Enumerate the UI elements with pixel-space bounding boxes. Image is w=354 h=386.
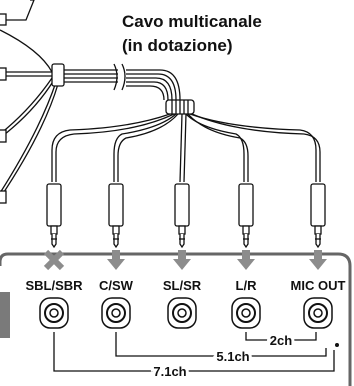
device-panel bbox=[0, 252, 352, 386]
group-label-7-1ch: 7.1ch bbox=[153, 364, 186, 379]
jack-label-sl-sr: SL/SR bbox=[163, 278, 202, 293]
grouping-brackets bbox=[53, 332, 335, 372]
plug-c-sw bbox=[108, 183, 124, 249]
marker-row bbox=[43, 249, 327, 271]
fanout-cables bbox=[51, 113, 321, 183]
arrow-down-icon bbox=[237, 250, 255, 270]
jack-sl-sr bbox=[167, 297, 197, 329]
mic-dot-indicator bbox=[335, 343, 339, 347]
arrow-down-icon bbox=[173, 250, 191, 270]
cable-title: Cavo multicanale bbox=[122, 12, 262, 31]
jack-l-r bbox=[231, 297, 261, 329]
jack-label-sbl-sbr: SBL/SBR bbox=[25, 278, 83, 293]
jack-sbl-sbr bbox=[39, 297, 69, 329]
left-plug-heads bbox=[0, 13, 7, 204]
group-label-5-1ch: 5.1ch bbox=[216, 349, 249, 364]
plug-sbl-sbr bbox=[46, 183, 62, 249]
plug-l-r bbox=[238, 183, 254, 249]
jack-c-sw bbox=[101, 297, 131, 329]
jack-row bbox=[39, 297, 333, 329]
jack-label-l-r: L/R bbox=[236, 278, 258, 293]
plug-mic-out bbox=[310, 183, 326, 249]
main-cable-bundle bbox=[64, 63, 195, 115]
left-wire-fan bbox=[0, 0, 65, 199]
x-icon bbox=[43, 249, 65, 271]
jack-mic-out bbox=[303, 297, 333, 329]
jack-label-c-sw: C/SW bbox=[99, 278, 134, 293]
jack-label-row: SBL/SBR C/SW SL/SR L/R MIC OUT bbox=[25, 278, 345, 293]
jack-label-mic-out: MIC OUT bbox=[291, 278, 346, 293]
plug-sl-sr bbox=[174, 183, 190, 249]
arrow-down-icon bbox=[107, 250, 125, 270]
device-side-tab bbox=[0, 292, 10, 338]
cable-subtitle: (in dotazione) bbox=[122, 36, 232, 55]
group-label-2ch: 2ch bbox=[270, 333, 292, 348]
arrow-down-icon bbox=[309, 250, 327, 270]
plug-row bbox=[46, 183, 326, 249]
